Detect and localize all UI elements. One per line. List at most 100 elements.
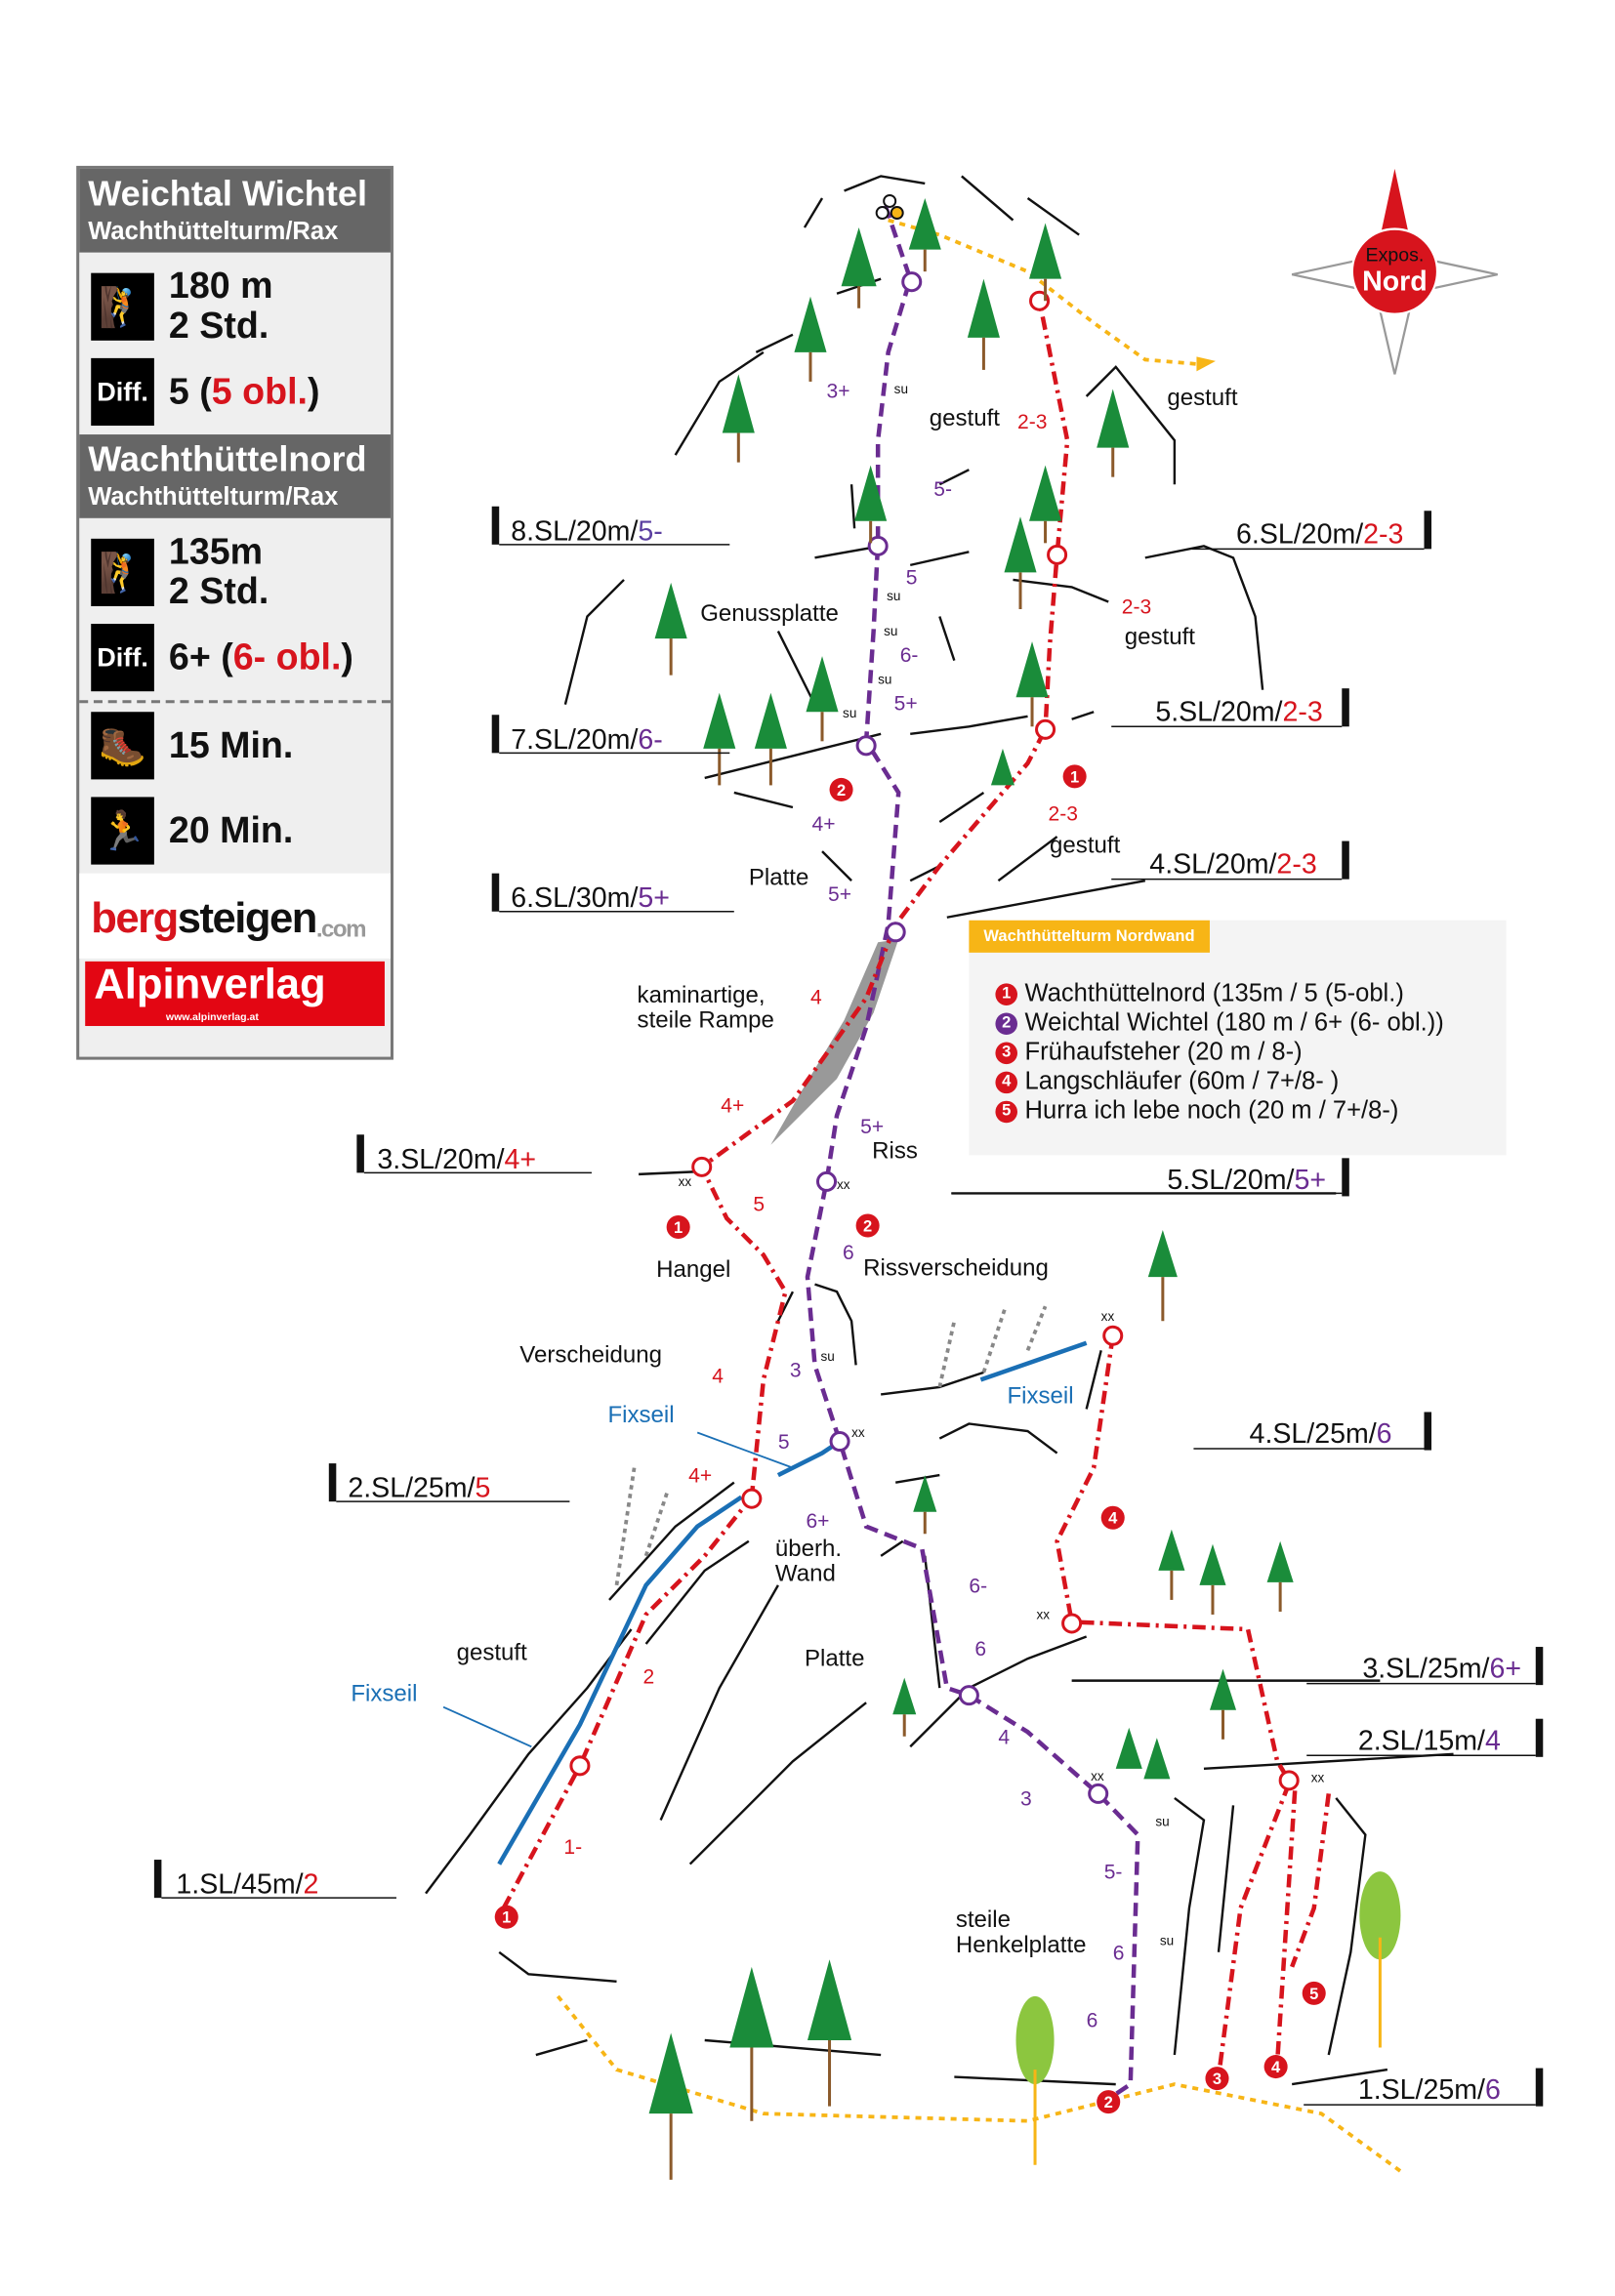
- svg-text:Henkelplatte: Henkelplatte: [956, 1932, 1087, 1958]
- svg-text:2.SL/15m/4: 2.SL/15m/4: [1358, 1725, 1501, 1756]
- route-marker-1: 1: [1062, 764, 1087, 789]
- tree-icon: [648, 2032, 693, 2180]
- route-1-length: 180 m: [168, 266, 273, 308]
- svg-text:3.SL/20m/4+: 3.SL/20m/4+: [377, 1144, 536, 1175]
- pitch-label: 6.SL/20m/2-3: [1191, 511, 1432, 550]
- exit-arrows: [614, 1305, 1048, 1586]
- route-marker-3: 3: [1205, 2067, 1229, 2091]
- svg-text:2-3: 2-3: [1122, 596, 1151, 619]
- svg-text:gestuft: gestuft: [1125, 624, 1196, 650]
- svg-text:xx: xx: [1037, 1607, 1051, 1621]
- route-2-time: 2 Std.: [168, 570, 269, 613]
- terrain-labels: gestuft gestuft Genussplatte gestuft ges…: [351, 382, 1324, 1958]
- tree-icon: [841, 227, 877, 308]
- svg-text:su: su: [1160, 1933, 1174, 1948]
- svg-text:2: 2: [643, 1666, 655, 1689]
- svg-text:su: su: [1155, 1814, 1169, 1828]
- svg-text:xx: xx: [1101, 1309, 1115, 1324]
- svg-text:steile: steile: [956, 1906, 1011, 1933]
- svg-text:su: su: [821, 1349, 835, 1364]
- svg-text:Fixseil: Fixseil: [1007, 1382, 1073, 1409]
- svg-text:5+: 5+: [894, 693, 918, 716]
- svg-text:6: 6: [1087, 2009, 1098, 2031]
- svg-text:3: 3: [790, 1359, 802, 1381]
- svg-text:1.SL/45m/2: 1.SL/45m/2: [176, 1869, 318, 1901]
- svg-text:4+: 4+: [721, 1095, 744, 1118]
- tree-icon: [1029, 223, 1062, 302]
- tree-icon: [1143, 1738, 1171, 1780]
- svg-text:5+: 5+: [828, 883, 851, 906]
- route-marker-4: 4: [1100, 1505, 1125, 1530]
- svg-text:überh.: überh.: [775, 1536, 842, 1562]
- svg-text:1: 1: [1070, 767, 1079, 786]
- tree-icon: [892, 1677, 917, 1737]
- svg-text:Fixseil: Fixseil: [607, 1402, 674, 1428]
- pitch-label: 3.SL/25m/6+: [1306, 1647, 1544, 1686]
- svg-text:kaminartige,: kaminartige,: [638, 982, 766, 1008]
- svg-text:5.SL/20m/5+: 5.SL/20m/5+: [1167, 1165, 1326, 1196]
- tree-icon: [1015, 641, 1049, 727]
- approach-time: 15 Min.: [168, 724, 294, 766]
- route-markers: 1 2 1 2 4 1 5 3 4 2: [494, 764, 1326, 2114]
- tree-icon: [722, 374, 755, 463]
- route-info-panel: Weichtal Wichtel Wachthüttelturm/Rax 🧗 1…: [76, 165, 393, 1060]
- route-marker-4: 4: [1263, 2055, 1288, 2079]
- difficulty-icon: Diff.: [91, 624, 154, 692]
- tree-icon: [729, 1966, 774, 2121]
- svg-text:7.SL/20m/6-: 7.SL/20m/6-: [511, 724, 663, 756]
- svg-text:Expos.: Expos.: [1366, 245, 1425, 266]
- svg-text:6+: 6+: [806, 1510, 829, 1533]
- svg-text:4.SL/20m/2-3: 4.SL/20m/2-3: [1149, 849, 1316, 881]
- svg-text:gestuft: gestuft: [1050, 833, 1121, 859]
- routes-3-4-5-lines: [1055, 1334, 1331, 2077]
- svg-text:4+: 4+: [811, 813, 835, 836]
- svg-text:2-3: 2-3: [1017, 411, 1047, 433]
- svg-text:Verscheidung: Verscheidung: [519, 1341, 662, 1368]
- pitch-label: 1.SL/45m/2: [153, 1860, 396, 1901]
- svg-text:Hangel: Hangel: [656, 1256, 730, 1283]
- svg-text:5+: 5+: [860, 1116, 884, 1138]
- svg-text:8.SL/20m/5-: 8.SL/20m/5-: [511, 515, 663, 547]
- route-2-header: Wachthüttelnord Wachthüttelturm/Rax: [79, 434, 391, 518]
- route-marker-2: 2: [855, 1213, 880, 1238]
- pitch-label: 2.SL/15m/4: [1306, 1718, 1544, 1757]
- fixed-rope: [497, 1340, 1088, 1866]
- svg-text:1: 1: [674, 1218, 683, 1237]
- climber-icon: 🧗: [91, 272, 154, 341]
- tree-icon: [967, 278, 1000, 370]
- svg-text:gestuft: gestuft: [930, 405, 1001, 431]
- svg-text:1.SL/25m/6: 1.SL/25m/6: [1358, 2074, 1501, 2106]
- grade-labels-red: 2-3 2-3 2-3 4 4+ 5 4 4+ 2 1-: [563, 411, 1151, 1859]
- tree-icon: [1147, 1230, 1178, 1322]
- route-2-grade: 6+ (6- obl.): [168, 636, 353, 677]
- svg-text:1: 1: [502, 1908, 511, 1927]
- pitch-label: 3.SL/20m/4+: [356, 1134, 592, 1175]
- svg-text:2: 2: [863, 1217, 872, 1236]
- approach-path: [556, 218, 1404, 2174]
- svg-text:steile Rampe: steile Rampe: [638, 1007, 774, 1034]
- svg-text:xx: xx: [679, 1174, 692, 1189]
- tree-icon: [807, 1959, 852, 2107]
- svg-text:4: 4: [1108, 1509, 1118, 1528]
- svg-text:4.SL/25m/6: 4.SL/25m/6: [1250, 1418, 1392, 1450]
- descent-hiker-icon: 🏃: [91, 797, 154, 865]
- fixseil-pointers: [442, 1431, 794, 1748]
- route-1-grade: 5 (5 obl.): [168, 370, 320, 412]
- pitch-label: 5.SL/20m/5+: [951, 1158, 1349, 1197]
- svg-text:5: 5: [753, 1193, 765, 1215]
- summit-bolts-icon: [875, 194, 904, 221]
- route-marker-2: 2: [1097, 2090, 1121, 2114]
- descent-time: 20 Min.: [168, 809, 294, 851]
- route-marker-2: 2: [829, 777, 853, 801]
- route-1-header: Weichtal Wichtel Wachthüttelturm/Rax: [79, 168, 391, 253]
- descent-arrow-icon: [1196, 356, 1216, 372]
- tree-icon: [1015, 1995, 1055, 2165]
- route-1-title: Weichtal Wichtel: [88, 174, 367, 215]
- svg-text:3.SL/25m/6+: 3.SL/25m/6+: [1362, 1654, 1521, 1685]
- pitch-label: 2.SL/25m/5: [328, 1463, 570, 1504]
- svg-text:Wand: Wand: [775, 1560, 836, 1586]
